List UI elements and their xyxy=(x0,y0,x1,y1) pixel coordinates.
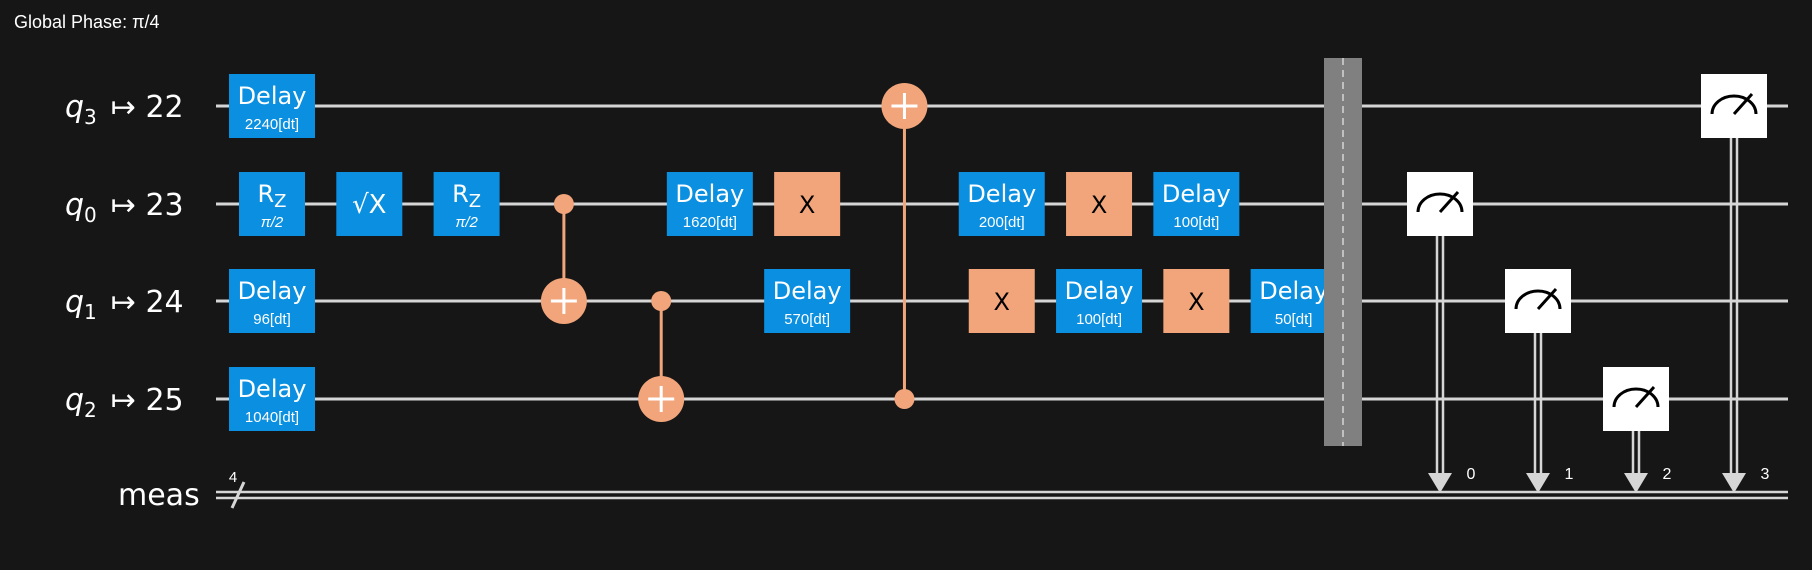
measure-gate[interactable] xyxy=(1407,172,1473,236)
measure-arrow-icon xyxy=(1624,473,1648,493)
delay-gate-param: 50[dt] xyxy=(1275,311,1313,328)
delay-gate[interactable] xyxy=(1056,269,1143,333)
sx-gate-label: √X xyxy=(352,190,386,220)
delay-gate-param: 1040[dt] xyxy=(245,409,299,426)
cx-control-dot[interactable] xyxy=(651,291,672,311)
qubit-label: q2↦ 25 xyxy=(65,383,184,422)
delay-gate-label: Delay xyxy=(773,277,842,305)
delay-gate[interactable] xyxy=(1250,269,1337,333)
measure-arrow-icon xyxy=(1526,473,1550,493)
x-gate-label: X xyxy=(1091,191,1107,219)
delay-gate-label: Delay xyxy=(1065,277,1134,305)
classical-bit-label: 1 xyxy=(1565,466,1574,483)
cx-control-dot[interactable] xyxy=(894,389,915,409)
delay-gate-label: Delay xyxy=(967,180,1036,208)
delay-gate-param: 200[dt] xyxy=(979,214,1025,231)
classical-register-label: meas xyxy=(118,478,200,513)
x-gate[interactable] xyxy=(968,269,1035,333)
qubit-label: q3↦ 22 xyxy=(65,90,184,129)
delay-gate-label: Delay xyxy=(675,180,744,208)
delay-gate[interactable] xyxy=(229,367,315,431)
meter-icon xyxy=(1514,289,1562,310)
delay-gate-param: 570[dt] xyxy=(784,311,830,328)
x-gate[interactable] xyxy=(1066,172,1133,236)
delay-gate-label: Delay xyxy=(1162,180,1231,208)
delay-gate[interactable] xyxy=(666,172,753,236)
qubit-label: q0↦ 23 xyxy=(65,188,184,227)
rz-gate[interactable] xyxy=(433,172,500,236)
x-gate[interactable] xyxy=(774,172,841,236)
classical-bit-label: 2 xyxy=(1663,466,1672,483)
meter-needle xyxy=(1732,92,1754,116)
meter-icon xyxy=(1416,192,1464,213)
meter-icon xyxy=(1612,387,1660,408)
rz-gate-param: π/2 xyxy=(455,214,478,231)
delay-gate[interactable] xyxy=(764,269,851,333)
delay-gate-label: Delay xyxy=(1259,277,1328,305)
x-gate[interactable] xyxy=(1163,269,1230,333)
classical-width-label: 4 xyxy=(229,469,237,486)
delay-gate-param: 1620[dt] xyxy=(683,214,737,231)
delay-gate-param: 100[dt] xyxy=(1076,311,1122,328)
x-gate-label: X xyxy=(799,191,815,219)
classical-bit-label: 3 xyxy=(1761,466,1770,483)
meter-needle xyxy=(1634,385,1656,409)
qubit-label: q1↦ 24 xyxy=(65,285,184,324)
delay-gate[interactable] xyxy=(229,74,315,138)
measure-gate[interactable] xyxy=(1505,269,1571,333)
meter-needle xyxy=(1536,287,1558,311)
x-gate-label: X xyxy=(1188,288,1204,316)
global-phase-label: Global Phase: π/4 xyxy=(14,12,160,32)
classical-bundle-slash xyxy=(230,481,246,509)
rz-gate-param: π/2 xyxy=(261,214,284,231)
delay-gate-param: 100[dt] xyxy=(1173,214,1219,231)
cx-control-dot[interactable] xyxy=(553,194,574,214)
delay-gate-label: Delay xyxy=(238,277,307,305)
delay-gate-label: Delay xyxy=(238,375,307,403)
measure-gate[interactable] xyxy=(1701,74,1767,138)
sx-gate[interactable] xyxy=(336,172,403,236)
measure-gate[interactable] xyxy=(1603,367,1669,431)
wire-labels: q3↦ 22 q0↦ 23 q1↦ 24 q2↦ 25 meas xyxy=(65,90,200,513)
delay-gate[interactable] xyxy=(958,172,1045,236)
meter-icon xyxy=(1710,94,1758,115)
x-gate-label: X xyxy=(994,288,1010,316)
delay-gate-param: 2240[dt] xyxy=(245,116,299,133)
rz-gate-label: RZ xyxy=(452,180,481,212)
delay-gate-param: 96[dt] xyxy=(253,311,291,328)
classical-bit-label: 0 xyxy=(1467,466,1476,483)
delay-gate-label: Delay xyxy=(238,82,307,110)
meter-needle xyxy=(1438,190,1460,214)
delay-gate[interactable] xyxy=(229,269,315,333)
measure-arrow-icon xyxy=(1428,473,1452,493)
rz-gate-label: RZ xyxy=(257,180,286,212)
measure-arrow-icon xyxy=(1722,473,1746,493)
rz-gate[interactable] xyxy=(239,172,305,236)
delay-gate[interactable] xyxy=(1153,172,1240,236)
